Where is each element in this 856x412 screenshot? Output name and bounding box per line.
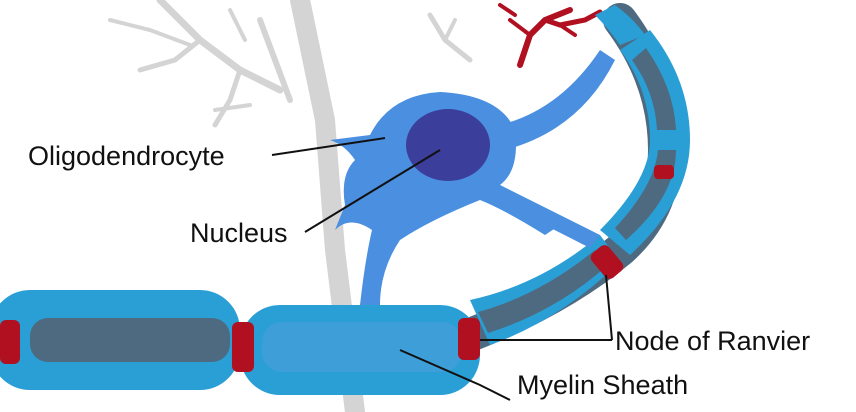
node-3 — [458, 318, 480, 360]
label-node-of-ranvier: Node of Ranvier — [615, 326, 810, 356]
background-dendrite-7 — [430, 15, 470, 60]
nucleus-shape — [406, 109, 490, 181]
label-nucleus: Nucleus — [190, 218, 288, 248]
background-dendrite-5 — [230, 10, 245, 40]
background-dendrite-3 — [215, 70, 240, 125]
node-1 — [0, 320, 20, 364]
label-myelin-sheath: Myelin Sheath — [517, 370, 688, 400]
red-branches — [500, 5, 600, 65]
oligodendrocyte-process-2 — [495, 185, 600, 248]
background-dendrite-1 — [160, 0, 280, 90]
background-dendrite-8 — [445, 20, 455, 40]
background-dendrite-9 — [215, 105, 250, 110]
background-dendrite-6 — [110, 20, 190, 45]
node-5 — [654, 165, 674, 179]
node-2 — [232, 322, 254, 372]
label-oligodendrocyte: Oligodendrocyte — [28, 141, 225, 171]
